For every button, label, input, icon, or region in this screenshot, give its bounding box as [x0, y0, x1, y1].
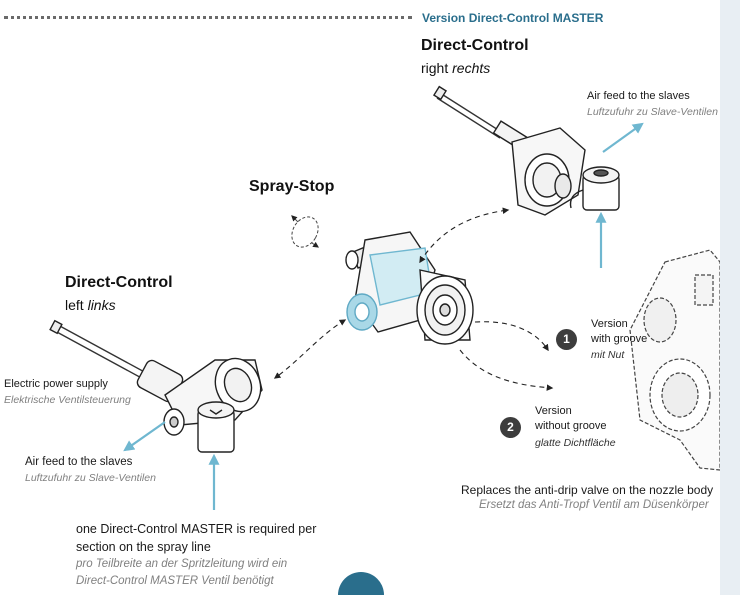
- air-feed-right-label-de: Luftzufuhr zu Slave-Ventilen: [587, 106, 718, 118]
- page-marker: [338, 572, 384, 595]
- direct-control-right-subtitle: right rechts: [421, 60, 491, 76]
- right-margin-strip: [720, 0, 740, 595]
- version-2-line1: Version: [535, 405, 572, 417]
- version-2-de: glatte Dichtfläche: [535, 437, 616, 449]
- product-diagram-page: Version Direct-Control MASTER: [4, 11, 720, 595]
- technical-illustration: [49, 85, 720, 595]
- spray-stop-title: Spray-Stop: [249, 178, 335, 195]
- air-feed-left-label: Air feed to the slaves: [25, 456, 133, 468]
- master-note-de-line1: pro Teilbreite an der Spritzleitung wird…: [76, 558, 288, 570]
- master-note-line2: section on the spray line: [76, 540, 211, 554]
- replaces-label-de: Ersetzt das Anti-Tropf Ventil am Düsenkö…: [479, 499, 709, 511]
- version-1-badge: 1: [556, 329, 577, 350]
- version-1-line1: Version: [591, 318, 628, 330]
- master-note-de-line2: Direct-Control MASTER Ventil benötigt: [76, 575, 274, 587]
- air-feed-left-label-de: Luftzufuhr zu Slave-Ventilen: [25, 472, 156, 484]
- version-1-line2: with groove: [591, 333, 648, 345]
- air-feed-arrows: [123, 122, 644, 510]
- spray-stop-valve: [345, 231, 474, 345]
- dotted-header-line: [4, 16, 412, 19]
- connection-arrows: [273, 207, 554, 391]
- direct-control-right-valve: [432, 85, 620, 216]
- version-2-badge: 2: [500, 417, 521, 438]
- direct-control-left-subtitle: left links: [65, 297, 116, 313]
- rotation-icon: [291, 215, 319, 248]
- nozzle-body-illustration: [629, 249, 720, 471]
- air-feed-right-label: Air feed to the slaves: [587, 90, 690, 102]
- electric-supply-label: Electric power supply: [4, 378, 108, 390]
- version-title: Version Direct-Control MASTER: [422, 11, 604, 25]
- version-2-line2: without groove: [535, 420, 607, 432]
- electric-supply-label-de: Elektrische Ventilsteuerung: [4, 394, 131, 406]
- version-1-de: mit Nut: [591, 349, 625, 361]
- replaces-label: Replaces the anti-drip valve on the nozz…: [461, 483, 714, 497]
- direct-control-left-valve: [49, 319, 263, 453]
- master-note-line1: one Direct-Control MASTER is required pe…: [76, 522, 317, 536]
- direct-control-left-title: Direct-Control: [65, 274, 173, 291]
- direct-control-right-title: Direct-Control: [421, 37, 529, 54]
